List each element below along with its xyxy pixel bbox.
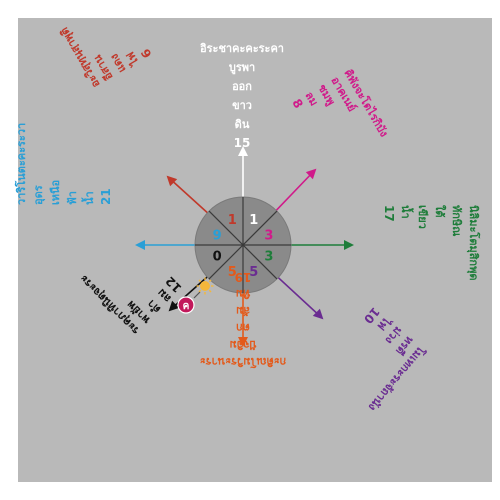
sun-ray	[198, 289, 202, 293]
south-label-line: กะติณโมวิระนาระ	[200, 355, 287, 369]
west-label-line: น้ำ	[81, 191, 96, 205]
northwest-number: 6	[138, 46, 154, 60]
west-label-line: อุดร	[32, 185, 46, 205]
west-label-line: เหนือ	[49, 180, 62, 205]
west-number: 21	[99, 188, 113, 205]
northeast-label-line: ลม	[302, 90, 320, 109]
south-label-line: ทิม	[236, 287, 251, 300]
south-number: 19	[235, 270, 252, 284]
north-label-line: ดิน	[235, 118, 250, 131]
sun-ray	[208, 279, 212, 283]
northeast-number: 8	[289, 97, 305, 111]
south-label-line: ตก	[236, 321, 250, 334]
marker-badge	[177, 296, 195, 314]
northeast-arrowhead	[305, 168, 317, 180]
east-label-group: นิลิมะโตมุสิกพุดทักษิณใต้ เขียวน้ำ17	[382, 205, 481, 281]
east-label-line: นิลิมะโตมุสิกพุด	[466, 205, 481, 281]
southeast-arrowhead	[312, 308, 324, 320]
sun-ray	[198, 279, 202, 283]
north-label-line: ขาว	[232, 99, 252, 112]
hub-segment-label: 3	[264, 228, 273, 243]
sun-icon	[200, 281, 210, 291]
east-label-line: ทักษิณ	[450, 205, 463, 237]
sun-ray	[208, 289, 212, 293]
south-arrowhead	[238, 337, 248, 347]
south-label-line: ส้ม	[236, 304, 250, 317]
hub-divider	[208, 210, 278, 280]
east-number: 17	[382, 205, 396, 222]
southeast-label-line: โมเทกะระจัถานัง	[366, 342, 429, 414]
west-arrowhead	[135, 240, 145, 250]
hub-segment-label: 0	[213, 250, 222, 265]
east-label-line: น้ำ	[399, 205, 414, 219]
east-label-line: ใต้	[433, 205, 447, 218]
hub-segment-label: 9	[213, 228, 222, 243]
east-arrowhead	[344, 240, 354, 250]
west-label-line: ฟ้า	[66, 191, 79, 205]
south-label-group: กะติณโมวิระนาระ ปัจจิม ตก ส้ม ทิม 19	[200, 270, 287, 369]
east-label-line: เขียว	[416, 205, 429, 229]
southwest-arrowhead	[168, 300, 180, 312]
hub-segment-label: 5	[228, 265, 237, 280]
west-label-line: วาริโนตะคะระวา	[14, 123, 28, 205]
hub-segment-label: 5	[249, 265, 258, 280]
marker-label: ค	[183, 301, 190, 312]
northwest-arrowhead	[166, 175, 178, 187]
hub-segment-label: 1	[228, 213, 237, 228]
small-arrow-icon	[193, 291, 201, 299]
north-label-line: บูรพา	[229, 61, 255, 75]
hub-segment-label: 1	[249, 213, 258, 228]
south-label-line: ปัจจิม	[229, 338, 256, 351]
north-arrowhead	[238, 146, 248, 156]
north-label-line: ออก	[232, 80, 252, 93]
north-label-line: อิระชาคะคะระคา	[200, 42, 284, 55]
hub-segment-label: 3	[264, 250, 273, 265]
north-number: 15	[234, 136, 251, 150]
